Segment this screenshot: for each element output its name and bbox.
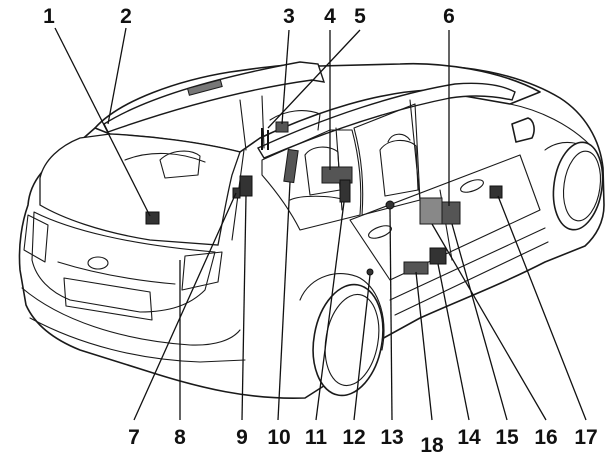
component-13 (385, 200, 395, 210)
callout-6: 6 (443, 5, 455, 28)
rear-hatch-glass (39, 133, 241, 246)
component-5 (261, 128, 269, 150)
component-11 (339, 179, 351, 203)
callout-numbers: 1 2 3 4 5 6 7 8 9 10 11 12 13 18 14 15 1… (43, 5, 598, 457)
component-10 (283, 148, 299, 184)
door-handle-rear (460, 179, 484, 193)
callout-17: 17 (574, 426, 597, 449)
callout-3: 3 (283, 5, 295, 28)
tailgate (21, 211, 246, 363)
component-12 (366, 268, 374, 276)
door-handle-front (368, 225, 392, 239)
callout-2: 2 (120, 5, 132, 28)
callout-10: 10 (267, 426, 290, 449)
component-4 (321, 166, 353, 184)
hood-line (509, 103, 591, 146)
side-mirror (511, 117, 535, 143)
callout-13: 13 (380, 426, 403, 449)
callout-15: 15 (495, 426, 519, 449)
callout-14: 14 (457, 426, 481, 449)
component-16 (419, 197, 443, 225)
roof-rail-cover (186, 79, 223, 96)
callout-7: 7 (128, 426, 140, 449)
front-wheel (544, 141, 604, 231)
callout-18: 18 (420, 434, 444, 457)
callout-4: 4 (324, 5, 336, 28)
callout-16: 16 (534, 426, 557, 449)
callout-1: 1 (43, 5, 55, 28)
brand-emblem (87, 256, 109, 270)
roof-rail-left (103, 61, 326, 133)
callout-11: 11 (305, 426, 328, 449)
leader-lines (54, 27, 587, 421)
component-14 (429, 247, 447, 265)
component-17 (489, 185, 503, 199)
component-9 (239, 175, 253, 197)
component-7 (232, 187, 241, 199)
callout-5: 5 (354, 5, 366, 28)
components (145, 121, 503, 276)
callout-12: 12 (342, 426, 365, 449)
callout-8: 8 (174, 426, 186, 449)
component-1 (145, 211, 160, 225)
side-doors (349, 117, 549, 316)
callout-9: 9 (236, 426, 248, 449)
roof-rail-right (256, 82, 516, 159)
component-15 (441, 201, 461, 225)
